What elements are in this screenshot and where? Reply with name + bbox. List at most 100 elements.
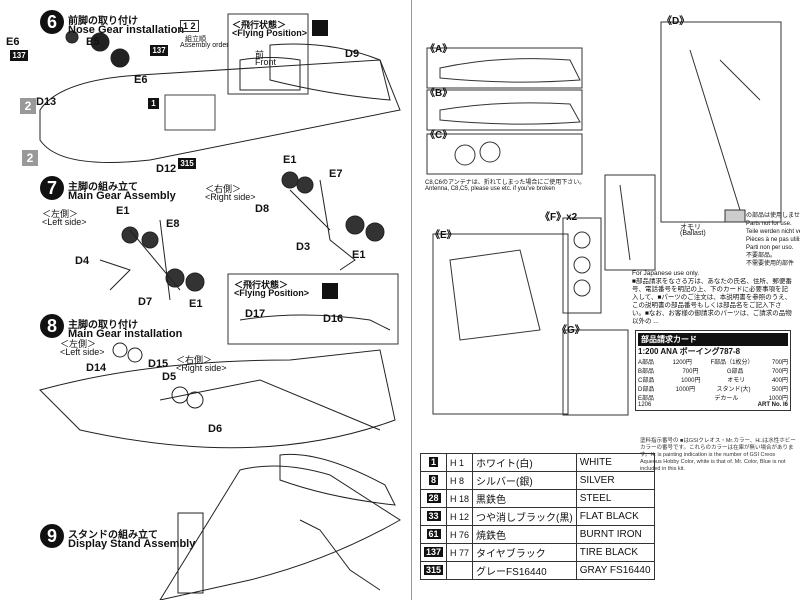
left-side-jp-8: ＜左側＞ bbox=[60, 339, 97, 349]
flying-position-jp-1: ＜飛行状態＞ bbox=[232, 20, 287, 30]
part-e1-d: E1 bbox=[352, 249, 366, 261]
step-8-number: 8 bbox=[40, 314, 64, 338]
paint-137-b: 137 bbox=[150, 45, 168, 56]
right-side-en-8: <Right side> bbox=[176, 363, 227, 373]
part-d6: D6 bbox=[208, 423, 223, 435]
sprue-c-note: C8,C6のアンテナは、折れてしまった場合にご使用下さい。 Antenna, C… bbox=[425, 180, 586, 192]
arrow-icon-2 bbox=[322, 283, 338, 299]
color-name-jp: 焼鉄色 bbox=[472, 525, 577, 544]
unused-jp: の部品は使用しません。 bbox=[746, 213, 800, 219]
step-6-title-en: Nose Gear installation bbox=[68, 24, 185, 36]
part-e1-a: E1 bbox=[116, 205, 130, 217]
flying-position-en-1: <Flying Position> bbox=[232, 28, 308, 38]
color-hobby-code bbox=[446, 561, 474, 580]
color-code: 28 bbox=[419, 489, 448, 508]
paint-315: 315 bbox=[178, 158, 196, 169]
step-9-number: 9 bbox=[40, 524, 64, 548]
part-d13: D13 bbox=[36, 96, 57, 108]
color-name-en: BURNT IRON bbox=[575, 525, 655, 544]
color-hobby-code: H 8 bbox=[446, 471, 474, 490]
arrow-icon bbox=[312, 20, 328, 36]
japanese-use-note: For Japanese use only. ■部品請求をなさる方は、あなたの氏… bbox=[632, 270, 792, 326]
part-e7: E7 bbox=[329, 168, 343, 180]
color-code: 1 bbox=[419, 453, 448, 472]
color-name-en: FLAT BLACK bbox=[575, 507, 655, 526]
unused-cn2: 不需要使用的部件 bbox=[746, 261, 795, 267]
color-hobby-code: H 77 bbox=[446, 543, 474, 562]
part-d7: D7 bbox=[138, 296, 153, 308]
step-7-number: 7 bbox=[40, 176, 64, 200]
step-8-title-en: Main Gear installation bbox=[68, 328, 183, 340]
part-d17: D17 bbox=[245, 308, 266, 320]
sprue-g-label: 《G》 bbox=[557, 325, 585, 336]
right-side-jp-8: ＜右側＞ bbox=[176, 355, 213, 365]
color-name-jp: 黒鉄色 bbox=[472, 489, 577, 508]
paint-1: 1 bbox=[148, 98, 159, 109]
sprue-c-label: 《C》 bbox=[425, 130, 453, 141]
color-name-jp: グレーFS16440 bbox=[472, 561, 577, 580]
sprue-f-label: 《F》x2 bbox=[540, 212, 578, 223]
order-card-title: 部品請求カード bbox=[638, 333, 788, 346]
weight-jp: オモリ bbox=[680, 224, 701, 231]
color-code: 61 bbox=[419, 525, 448, 544]
step-9-title-jp: スタンドの組み立て bbox=[68, 530, 158, 541]
step-6-title-jp: 前脚の取り付け bbox=[68, 16, 138, 27]
unused-parts-note: の部品は使用しません。 Parts not for use. Teile wer… bbox=[746, 212, 800, 268]
front-en: Front bbox=[255, 57, 277, 67]
weight-en: (Ballast) bbox=[680, 230, 706, 237]
part-d16: D16 bbox=[323, 313, 344, 325]
part-d12: D12 bbox=[156, 163, 177, 175]
japanese-use-heading: For Japanese use only. bbox=[632, 270, 700, 277]
step-9-title-en: Display Stand Assembly bbox=[68, 538, 196, 550]
color-hobby-code: H 18 bbox=[446, 489, 474, 508]
unused-fr: Pièces à ne pas utiliser. bbox=[746, 237, 800, 243]
step-7-title-jp: 主脚の組み立て bbox=[68, 182, 138, 193]
color-name-en: GRAY FS16440 bbox=[575, 561, 655, 580]
color-name-jp: シルバー(銀) bbox=[472, 471, 577, 490]
left-side-en-7: <Left side> bbox=[42, 217, 87, 227]
color-hobby-code: H 76 bbox=[446, 525, 474, 544]
sprue-a-label: 《A》 bbox=[425, 44, 453, 55]
part-e6-b: E6 bbox=[134, 74, 148, 86]
color-code: 137 bbox=[419, 543, 448, 562]
front-jp: 前 bbox=[255, 50, 265, 60]
assembly-order-jp: 組立順 bbox=[185, 36, 206, 43]
color-hobby-code: H 12 bbox=[446, 507, 474, 526]
step-6-number: 6 bbox=[40, 10, 64, 34]
unused-de: Teile werden nicht verwendet. bbox=[746, 229, 800, 235]
flying-position-en-2: <Flying Position> bbox=[234, 288, 310, 298]
part-e6-a: E6 bbox=[6, 36, 20, 48]
color-name-jp: つや消しブラック(黒) bbox=[472, 507, 577, 526]
color-code: 8 bbox=[419, 471, 448, 490]
left-side-en-8: <Left side> bbox=[60, 347, 105, 357]
unused-en: Parts not for use. bbox=[746, 221, 792, 227]
part-e5: E5 bbox=[86, 36, 100, 48]
part-d14: D14 bbox=[86, 362, 107, 374]
part-e1-c: E1 bbox=[283, 154, 297, 166]
part-d15: D15 bbox=[148, 358, 169, 370]
assembly-order-badge: 1 2 bbox=[180, 20, 199, 32]
assembly-marker-2a: 2 bbox=[20, 98, 36, 114]
unused-cn1: 不要部品。 bbox=[746, 253, 777, 259]
color-name-en: SILVER bbox=[575, 471, 655, 490]
assembly-marker-2b: 2 bbox=[22, 150, 38, 166]
japanese-use-body: ■部品請求をなさる方は、あなたの氏名、住所、郵便番号、電話番号を明記の上、下のカ… bbox=[632, 278, 792, 325]
flying-position-jp-2: ＜飛行状態＞ bbox=[234, 280, 289, 290]
left-side-jp-7: ＜左側＞ bbox=[42, 209, 79, 219]
order-card-kit: 1:200 ANA ボーイング787-8 bbox=[638, 347, 741, 356]
